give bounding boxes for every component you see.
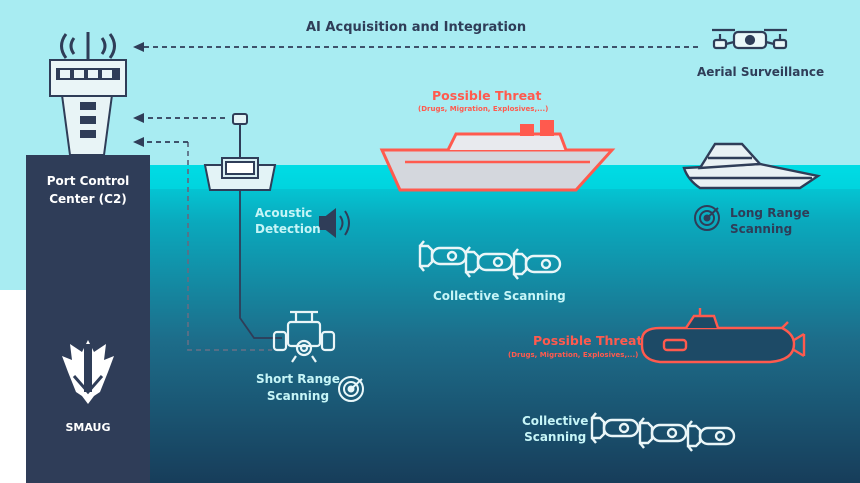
radio-tower-icon — [60, 32, 116, 60]
long-range-label: Long Range Scanning — [730, 205, 810, 237]
auv-icon — [418, 240, 562, 280]
short-range-line2: Scanning — [266, 389, 330, 403]
short-range-label: Short Range Scanning — [256, 371, 340, 405]
port-control-line1: Port Control — [46, 174, 130, 188]
collective-scanning-label-2: Collective Scanning — [522, 413, 588, 445]
radar-icon-short — [338, 376, 364, 402]
tether-line — [239, 188, 282, 339]
speaker-icon — [319, 207, 350, 239]
link-lines — [142, 46, 698, 351]
port-control-tower — [26, 59, 150, 483]
buoy-icon — [203, 113, 277, 191]
acoustic-detection-label: Acoustic Detection — [255, 205, 321, 237]
ship-icon — [379, 120, 616, 192]
acoustic-line2: Detection — [255, 222, 321, 236]
acoustic-line1: Acoustic — [255, 206, 313, 220]
threat-sub-subtitle: (Drugs, Migration, Explosives,...) — [508, 351, 639, 359]
speedboat-icon — [682, 142, 822, 190]
port-control-line2: Center (C2) — [49, 192, 127, 206]
port-control-label: Port Control Center (C2) — [32, 172, 144, 208]
arrow-heads — [133, 42, 144, 147]
aerial-surveillance-label: Aerial Surveillance — [697, 65, 825, 79]
smaug-logo-icon — [62, 340, 114, 404]
collective-line2: Scanning — [524, 430, 587, 444]
submarine-icon — [640, 308, 806, 364]
brand-label: SMAUG — [65, 421, 111, 434]
long-range-line2: Scanning — [730, 222, 793, 236]
threat-ship-title: Possible Threat — [432, 88, 542, 103]
ai-acquisition-label: AI Acquisition and Integration — [306, 20, 527, 35]
collective-scanning-label-1: Collective Scanning — [433, 289, 566, 303]
radar-icon — [694, 205, 720, 231]
collective-line1: Collective — [522, 414, 589, 428]
threat-ship-subtitle: (Drugs, Migration, Explosives,...) — [418, 105, 549, 113]
drone-icon — [712, 28, 788, 50]
sea — [150, 165, 860, 483]
auv-icon-group-2 — [590, 412, 736, 452]
long-range-line1: Long Range — [730, 206, 810, 220]
short-range-line1: Short Range — [256, 372, 340, 386]
rov-icon — [272, 310, 336, 363]
threat-sub-title: Possible Threat — [533, 333, 643, 348]
